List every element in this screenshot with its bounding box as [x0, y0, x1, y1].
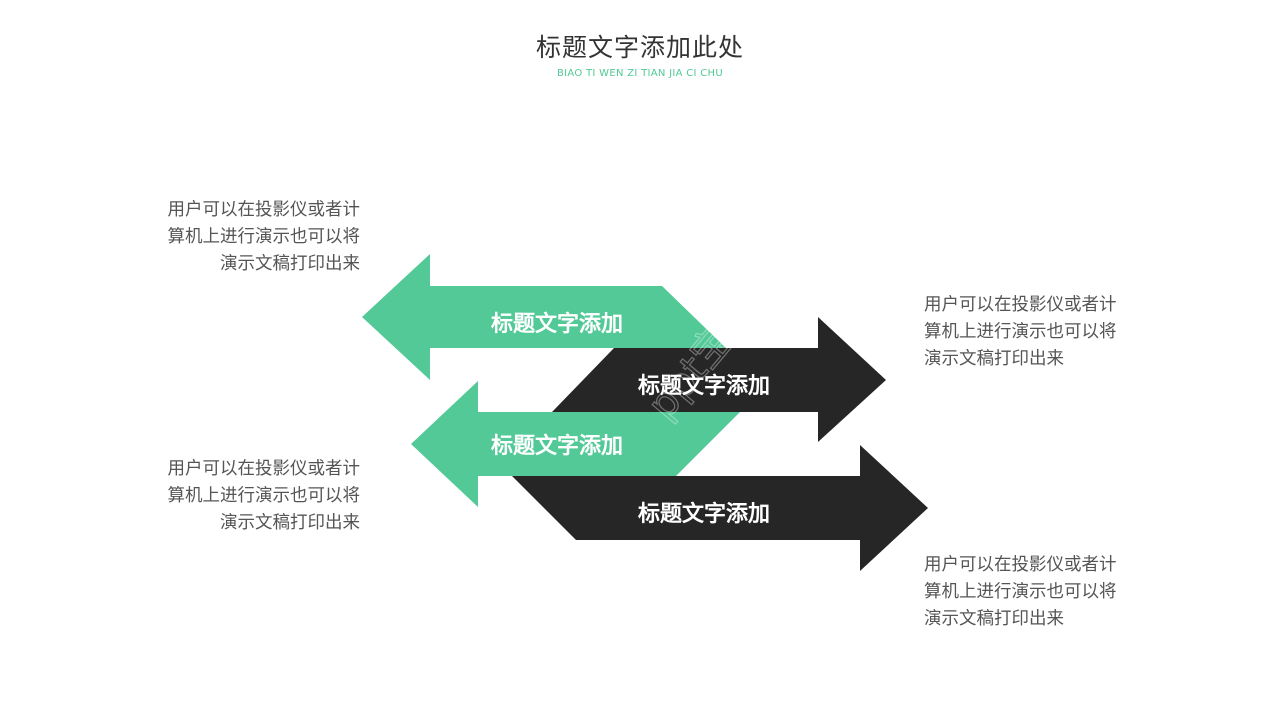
description-line: 演示文稿打印出来 [220, 513, 360, 533]
description-line: 演示文稿打印出来 [924, 349, 1064, 369]
description-1: 用户可以在投影仪或者计 算机上进行演示也可以将 演示文稿打印出来 [130, 197, 361, 278]
description-line: 演示文稿打印出来 [220, 254, 360, 274]
arrow-shape-1 [362, 254, 726, 380]
description-line: 算机上进行演示也可以将 [924, 582, 1117, 602]
arrow-label-3: 标题文字添加 [491, 433, 623, 459]
description-line: 算机上进行演示也可以将 [167, 227, 361, 247]
description-2: 用户可以在投影仪或者计 算机上进行演示也可以将 演示文稿打印出来 [924, 292, 1154, 373]
page-subtitle: BIAO TI WEN ZI TIAN JIA CI CHU [556, 68, 723, 79]
description-line: 算机上进行演示也可以将 [167, 486, 361, 506]
page-title: 标题文字添加此处 [535, 33, 744, 62]
description-line: 算机上进行演示也可以将 [924, 322, 1117, 342]
arrow-label-2: 标题文字添加 [638, 373, 770, 399]
description-line: 演示文稿打印出来 [924, 609, 1064, 629]
arrow-shape-3 [411, 381, 740, 507]
arrow-shape-2 [552, 317, 886, 442]
description-3: 用户可以在投影仪或者计 算机上进行演示也可以将 演示文稿打印出来 [130, 456, 361, 537]
description-line: 用户可以在投影仪或者计 [924, 295, 1117, 315]
description-line: 用户可以在投影仪或者计 [167, 200, 361, 220]
description-4: 用户可以在投影仪或者计 算机上进行演示也可以将 演示文稿打印出来 [924, 552, 1154, 633]
description-line: 用户可以在投影仪或者计 [167, 459, 361, 479]
arrow-label-1: 标题文字添加 [491, 311, 623, 337]
arrow-shape-4 [512, 445, 928, 571]
description-line: 用户可以在投影仪或者计 [924, 555, 1117, 575]
arrow-label-4: 标题文字添加 [638, 501, 770, 527]
